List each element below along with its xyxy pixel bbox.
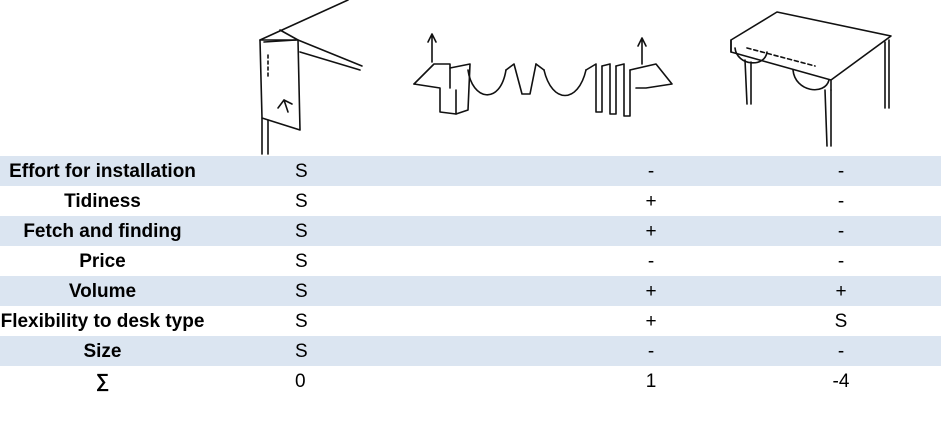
matrix-row: Effort for installation S - - <box>0 156 941 186</box>
concept-2-rating: + <box>645 191 657 212</box>
matrix-row: Size S - - <box>0 336 941 366</box>
concept-2-rating: - <box>647 341 655 362</box>
concept-3-rating: - <box>837 251 845 272</box>
corrugated-tray-sketch <box>413 33 673 117</box>
concept-3-rating: - <box>837 221 845 242</box>
concept-1-rating: S <box>295 161 308 182</box>
concept-3-rating: - <box>837 191 845 212</box>
concept-1-rating: S <box>295 191 308 212</box>
concept-1-rating: S <box>295 221 308 242</box>
concept-3-rating: -4 <box>832 371 850 392</box>
concept-3-rating: + <box>835 281 847 302</box>
criterion-label: Price <box>79 251 126 272</box>
criterion-label: Tidiness <box>64 191 141 212</box>
concept-3-rating: - <box>837 161 845 182</box>
concept-2-rating: - <box>647 161 655 182</box>
matrix-row: Price S - - <box>0 246 941 276</box>
criterion-label: Fetch and finding <box>23 221 182 242</box>
criterion-label: Size <box>83 341 122 362</box>
folding-wall-holder-sketch <box>259 0 363 155</box>
concept-2-rating: + <box>645 221 657 242</box>
matrix-row: Fetch and finding S + - <box>0 216 941 246</box>
matrix-row: Flexibility to desk type S + S <box>0 306 941 336</box>
matrix-row: Tidiness S + - <box>0 186 941 216</box>
concept-2-rating: + <box>645 311 657 332</box>
concept-2-rating: - <box>647 251 655 272</box>
under-desk-tray-sketch <box>730 11 892 147</box>
criterion-label: Volume <box>68 281 137 302</box>
matrix-row: Volume S + + <box>0 276 941 306</box>
matrix-row: ∑ 0 1 -4 <box>0 366 941 396</box>
criterion-label: Flexibility to desk type <box>0 311 205 332</box>
concept-1-rating: S <box>295 341 308 362</box>
concept-2-rating: 1 <box>645 371 657 392</box>
criterion-label: Effort for installation <box>9 161 196 182</box>
concept-3-rating: - <box>837 341 845 362</box>
criterion-label: ∑ <box>95 371 110 392</box>
concept-1-rating: S <box>295 281 308 302</box>
concept-1-rating: S <box>295 311 308 332</box>
concept-3-rating: S <box>834 311 848 332</box>
concept-2-rating: + <box>645 281 657 302</box>
concept-1-rating: S <box>295 251 308 272</box>
concept-sketches <box>0 0 941 156</box>
concept-1-rating: 0 <box>295 371 306 392</box>
